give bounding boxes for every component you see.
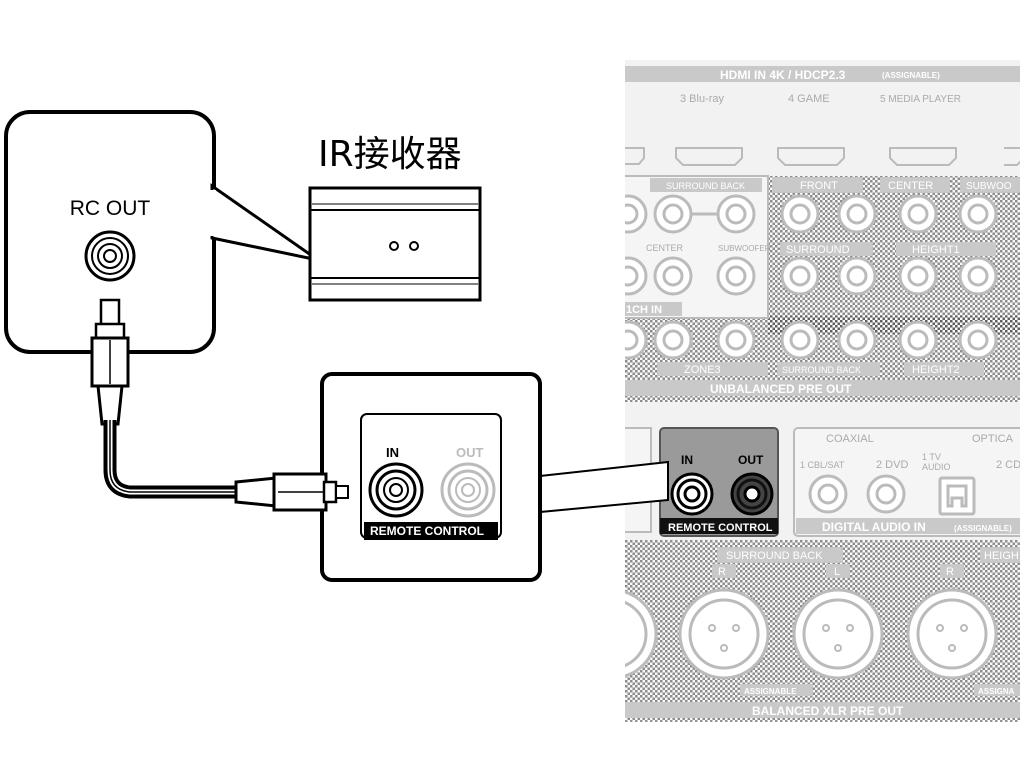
hdmi-ports: [625, 147, 1020, 166]
zoom-remote-control-label: REMOTE CONTROL: [370, 524, 484, 538]
rear-rc-out-label: OUT: [738, 453, 764, 467]
coaxial-jacks: [808, 474, 906, 514]
dvd-label: 2 DVD: [876, 459, 908, 471]
optical-label: OPTICA: [972, 433, 1014, 445]
assignable-label: ASSIGNABLE: [744, 687, 797, 696]
xlr-r2-label: R: [946, 566, 954, 578]
zoom-out-label: OUT: [456, 445, 484, 460]
rear-rc-in-label: IN: [681, 453, 693, 467]
ir-callout: [210, 183, 319, 262]
hdmi-input-5: 5 MEDIA PLAYER: [880, 94, 961, 105]
subwoofer-top-label: SUBWOO: [966, 181, 1012, 192]
rear-remote-control-label: REMOTE CONTROL: [668, 522, 773, 534]
ch-in-label: 1CH IN: [626, 304, 662, 316]
rc-out-jack: [84, 230, 136, 282]
tv-audio-label-2: AUDIO: [922, 462, 951, 472]
hdmi-input-3: 3 Blu-ray: [680, 93, 725, 105]
cd-label: 2 CD: [996, 459, 1020, 471]
optical-port: [938, 476, 976, 516]
zoom-in-label: IN: [386, 445, 399, 460]
unbalanced-pre-out-label: UNBALANCED PRE OUT: [710, 382, 852, 396]
ir-receiver-device: [308, 186, 482, 302]
xlr-r-label: R: [718, 566, 726, 578]
xlr-connectors: [625, 588, 998, 680]
hdmi-input-4: 4 GAME: [788, 93, 830, 105]
digital-assignable-label: (ASSIGNABLE): [954, 524, 1012, 533]
surround-label: SURROUND: [786, 244, 850, 256]
rca-cable: [90, 298, 349, 512]
rc-out-label: RC OUT: [70, 197, 151, 220]
assignable-right-label: ASSIGNA: [978, 687, 1015, 696]
center-top-label: CENTER: [888, 180, 933, 192]
cbl-sat-label: 1 CBL/SAT: [800, 460, 845, 470]
zoom-out-jack: [440, 462, 496, 518]
coaxial-label: COAXIAL: [826, 433, 874, 445]
subwoofer-label: SUBWOOFER: [718, 244, 771, 253]
digital-audio-in-label: DIGITAL AUDIO IN: [822, 520, 926, 534]
height2-label: HEIGHT2: [912, 364, 960, 376]
balanced-xlr-pre-out-label: BALANCED XLR PRE OUT: [752, 704, 904, 718]
surround-back-2-label: SURROUND BACK: [782, 365, 861, 375]
hdmi-header: HDMI IN 4K / HDCP2.3: [720, 68, 846, 82]
zone3-label: ZONE3: [684, 364, 721, 376]
tv-audio-label-1: 1 TV: [922, 452, 941, 462]
rca-jacks: [625, 194, 998, 360]
xlr-surround-back-label: SURROUND BACK: [726, 550, 823, 562]
height1-label: HEIGHT1: [912, 244, 960, 256]
ir-receiver-label: IR接收器: [318, 134, 462, 175]
center-label: CENTER: [646, 243, 684, 253]
front-label: FRONT: [800, 180, 838, 192]
rear-rc-in-jack: [670, 472, 714, 516]
surround-back-label: SURROUND BACK: [666, 181, 745, 191]
rear-rc-out-jack: [730, 472, 774, 516]
hdmi-assignable: (ASSIGNABLE): [882, 71, 940, 80]
xlr-l-label: L: [834, 566, 840, 578]
xlr-height-label: HEIGH: [984, 550, 1019, 562]
rear-panel: HDMI IN 4K / HDCP2.3 (ASSIGNABLE) 3 Blu-…: [625, 60, 1020, 722]
remote-control-zoom: IN OUT REMOTE CONTROL: [320, 372, 542, 582]
zoom-in-jack: [368, 462, 424, 518]
